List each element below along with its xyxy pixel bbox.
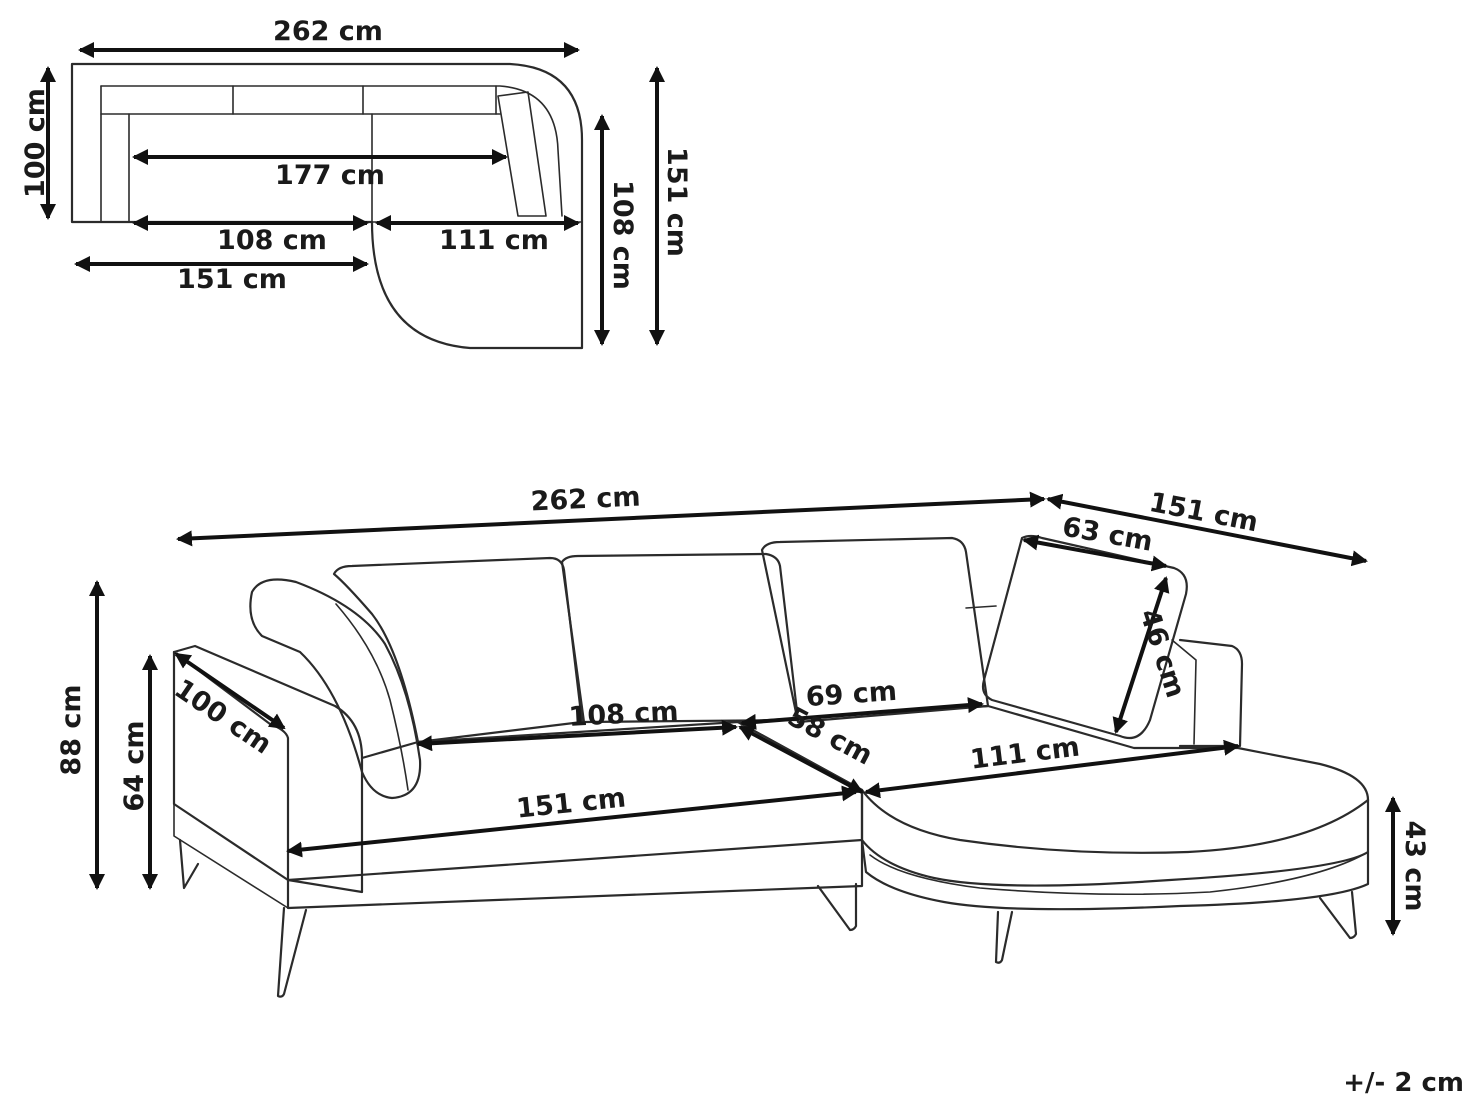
left-side-pillow xyxy=(249,578,422,800)
top-view-dimensions: 262 cm 100 cm 177 cm 108 cm 111 cm 151 c… xyxy=(20,16,692,346)
back-seat-width-label: 108 cm xyxy=(568,696,679,733)
leg-mid xyxy=(816,882,858,932)
top-seat-width-label: 177 cm xyxy=(275,160,385,191)
perspective-drawing xyxy=(172,534,1370,998)
leg-left-back xyxy=(178,838,200,890)
total-width-label: 262 cm xyxy=(530,482,641,518)
seat-height-label: 43 cm xyxy=(1399,820,1430,911)
arm-height-label: 64 cm xyxy=(119,720,150,811)
top-segment-left-label: 108 cm xyxy=(217,225,327,256)
top-left-depth-label: 100 cm xyxy=(20,88,51,198)
leg-chaise-back xyxy=(1318,890,1358,940)
top-segment-right-label: 111 cm xyxy=(439,225,549,256)
leg-chaise-front xyxy=(994,910,1014,964)
back-cushion-1 xyxy=(332,556,584,744)
leg-left-front xyxy=(276,906,308,998)
top-total-depth-label: 151 cm xyxy=(661,147,692,257)
tolerance-note: +/- 2 cm xyxy=(1343,1068,1464,1098)
perspective-dimensions: 262 cm 151 cm 63 cm 46 cm 100 cm 108 cm … xyxy=(56,482,1430,936)
top-lower-width-label: 151 cm xyxy=(177,264,287,295)
top-chaise-depth-label: 108 cm xyxy=(607,180,638,290)
back-cushion-2 xyxy=(560,552,800,724)
total-height-label: 88 cm xyxy=(56,684,87,775)
right-arm xyxy=(1178,638,1244,748)
chaise-seat xyxy=(736,704,1370,887)
left-arm xyxy=(172,644,364,894)
top-view-back-band xyxy=(100,85,563,217)
top-view-outline xyxy=(70,62,584,350)
chaise-seat-width-label: 69 cm xyxy=(805,676,898,713)
top-view-drawing xyxy=(70,62,584,350)
top-total-width-label: 262 cm xyxy=(273,16,383,47)
